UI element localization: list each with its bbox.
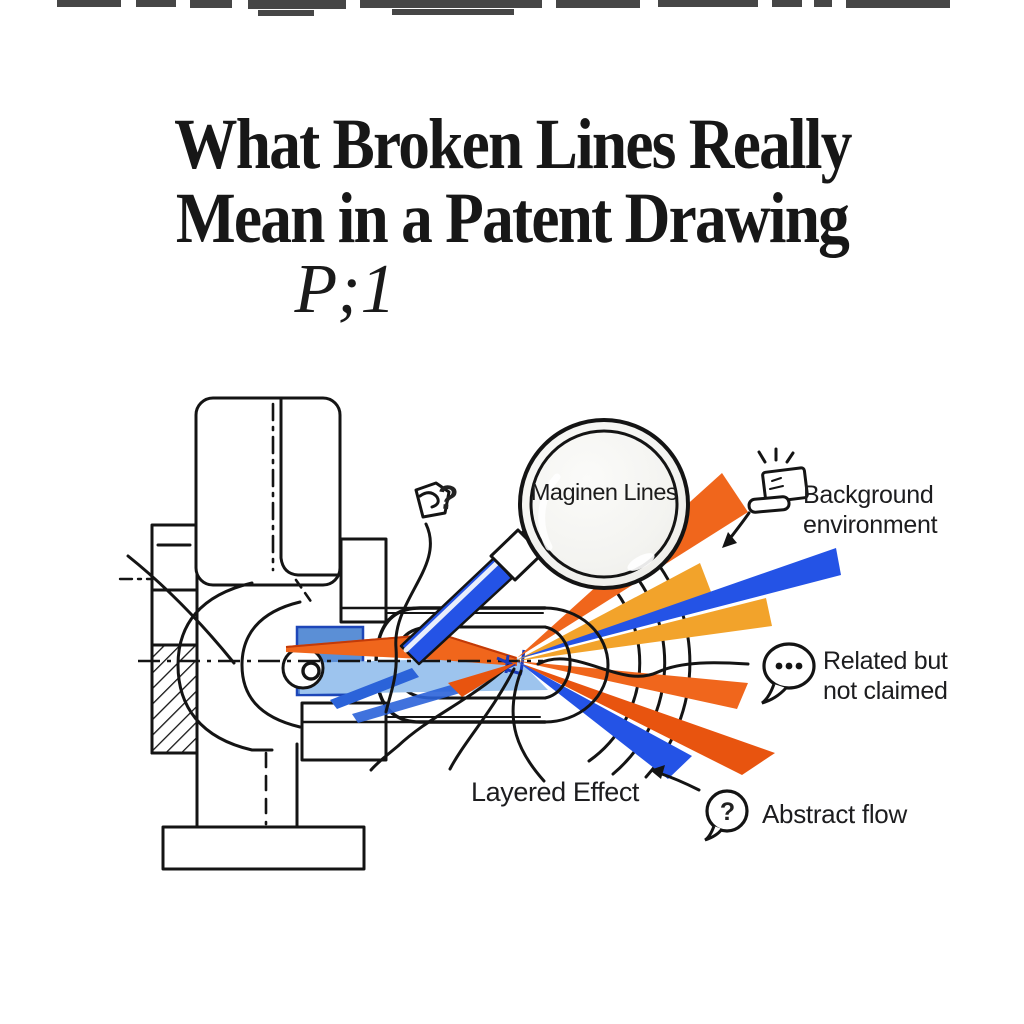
ray-orange-left-stub xyxy=(448,662,518,697)
ray-amber-upper xyxy=(517,563,713,660)
drawing-upper-hatched-block xyxy=(339,537,388,624)
ray-blue-upper xyxy=(517,548,841,659)
leader-curves xyxy=(126,522,546,783)
title-line-1: What Broken Lines Really xyxy=(173,104,852,184)
annotation-layered-effect: Layered Effect xyxy=(471,777,640,807)
magnifier-lens xyxy=(518,418,690,590)
background-arrow xyxy=(722,511,751,548)
question-bubble-glyph: ? xyxy=(719,798,736,826)
drawing-pedestal xyxy=(195,742,299,829)
annotation-abstract-flow: Abstract flow xyxy=(762,799,907,829)
magnifier-label: Maginen Lines xyxy=(530,479,678,505)
abstract-arrow xyxy=(650,765,701,792)
patent-drawing xyxy=(118,396,692,871)
cropped-text-strip xyxy=(57,0,950,16)
speech-bubble-icon xyxy=(761,642,816,705)
annotation-background-environment: Background environment xyxy=(803,481,938,539)
drawing-clamp-arcs xyxy=(176,581,302,752)
ray-amber-lower xyxy=(517,598,772,661)
title-line-2: Mean in a Patent Drawing xyxy=(175,178,850,258)
related-leader-line xyxy=(536,657,750,678)
magnifying-glass xyxy=(399,418,690,666)
drawing-left-block xyxy=(118,523,199,755)
drawing-base-hatched xyxy=(161,825,366,871)
ray-orange-mid-down xyxy=(517,661,748,709)
crumpled-note-doodle xyxy=(414,481,451,519)
annotation-related-not-claimed: Related but not claimed xyxy=(823,647,948,705)
doodle-question-mark: ? xyxy=(435,478,460,518)
question-bubble-icon xyxy=(704,789,749,842)
drawing-cylinder-body xyxy=(194,396,342,605)
ray-orange-bottom xyxy=(517,662,775,775)
background-env-icon xyxy=(747,447,809,514)
tube-end-caps xyxy=(543,606,610,724)
figure-label: P;1 xyxy=(294,251,396,328)
